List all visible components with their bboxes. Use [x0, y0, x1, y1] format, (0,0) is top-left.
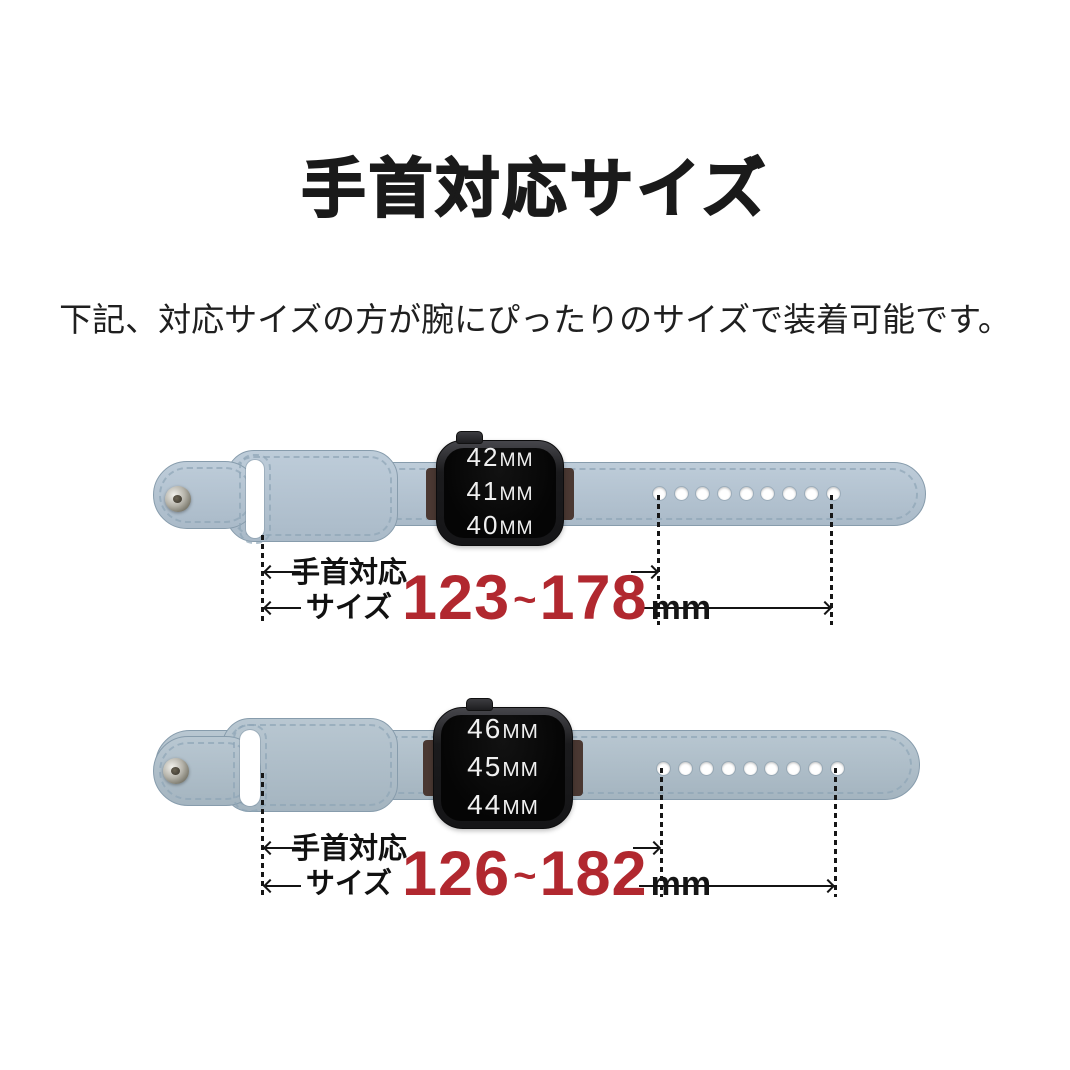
band-pin-stud [165, 486, 191, 512]
measure-arrow-left-max [262, 600, 302, 616]
strap-hole [783, 487, 797, 500]
wrist-range-value: 123 ~ 178 mm [402, 562, 711, 634]
measure-arrow-right-max [638, 600, 833, 616]
strap-hole [718, 487, 732, 500]
measure-line-slot [261, 773, 264, 897]
strap-hole [722, 762, 736, 775]
band-adjustment-holes [657, 762, 844, 775]
band-pin-stud [163, 758, 189, 784]
band-adjustment-holes [653, 487, 840, 500]
measure-arrow-left-min [262, 564, 302, 580]
range-unit: mm [650, 865, 712, 903]
wrist-size-label: 手首対応 サイズ [290, 556, 408, 626]
strap-hole [657, 762, 670, 775]
range-separator: ~ [513, 854, 537, 898]
page-subtitle: 下記、対応サイズの方が腕にぴったりのサイズで装着可能です。 [59, 301, 1011, 338]
measure-arrow-right-max [638, 878, 836, 894]
strap-hole [743, 762, 757, 775]
strap-hole [696, 487, 710, 500]
strap-hole [700, 762, 714, 775]
band-slot-cutout [246, 460, 264, 538]
strap-hole [804, 487, 818, 500]
page-title: 手首対応サイズ [300, 152, 769, 226]
strap-hole [653, 487, 666, 500]
watch-digital-crown [466, 698, 493, 711]
measure-arrow-left-min [262, 840, 302, 856]
strap-hole [787, 762, 801, 775]
measure-line-first-hole [660, 768, 663, 897]
band-slot-cutout [240, 730, 260, 806]
wrist-range-value: 126 ~ 182 mm [402, 838, 711, 910]
wrist-size-label-line2: サイズ [305, 592, 393, 624]
strap-hole [808, 762, 822, 775]
measure-arrow-right-min [632, 840, 662, 856]
range-max: 178 [539, 563, 648, 633]
measure-line-last-hole [830, 495, 833, 625]
measure-arrow-left-max [262, 878, 302, 894]
range-min: 123 [402, 563, 511, 633]
wrist-size-label-line2: サイズ [305, 868, 393, 900]
strap-hole [830, 762, 844, 775]
range-min: 126 [402, 839, 511, 909]
strap-hole [739, 487, 753, 500]
watch-digital-crown [456, 431, 483, 444]
range-unit: mm [650, 589, 712, 627]
measure-line-last-hole [834, 768, 837, 897]
measure-arrow-right-min [630, 564, 660, 580]
wrist-size-label-line1: 手首対応 [290, 557, 407, 589]
strap-hole [678, 762, 692, 775]
strap-hole [765, 762, 779, 775]
strap-hole [674, 487, 688, 500]
wrist-size-label-line1: 手首対応 [290, 833, 407, 865]
range-max: 182 [539, 839, 648, 909]
wrist-size-label: 手首対応 サイズ [290, 832, 408, 902]
strap-hole [826, 487, 840, 500]
measure-line-first-hole [657, 495, 660, 625]
strap-hole [761, 487, 775, 500]
range-separator: ~ [513, 578, 537, 622]
measure-line-slot [261, 535, 264, 625]
